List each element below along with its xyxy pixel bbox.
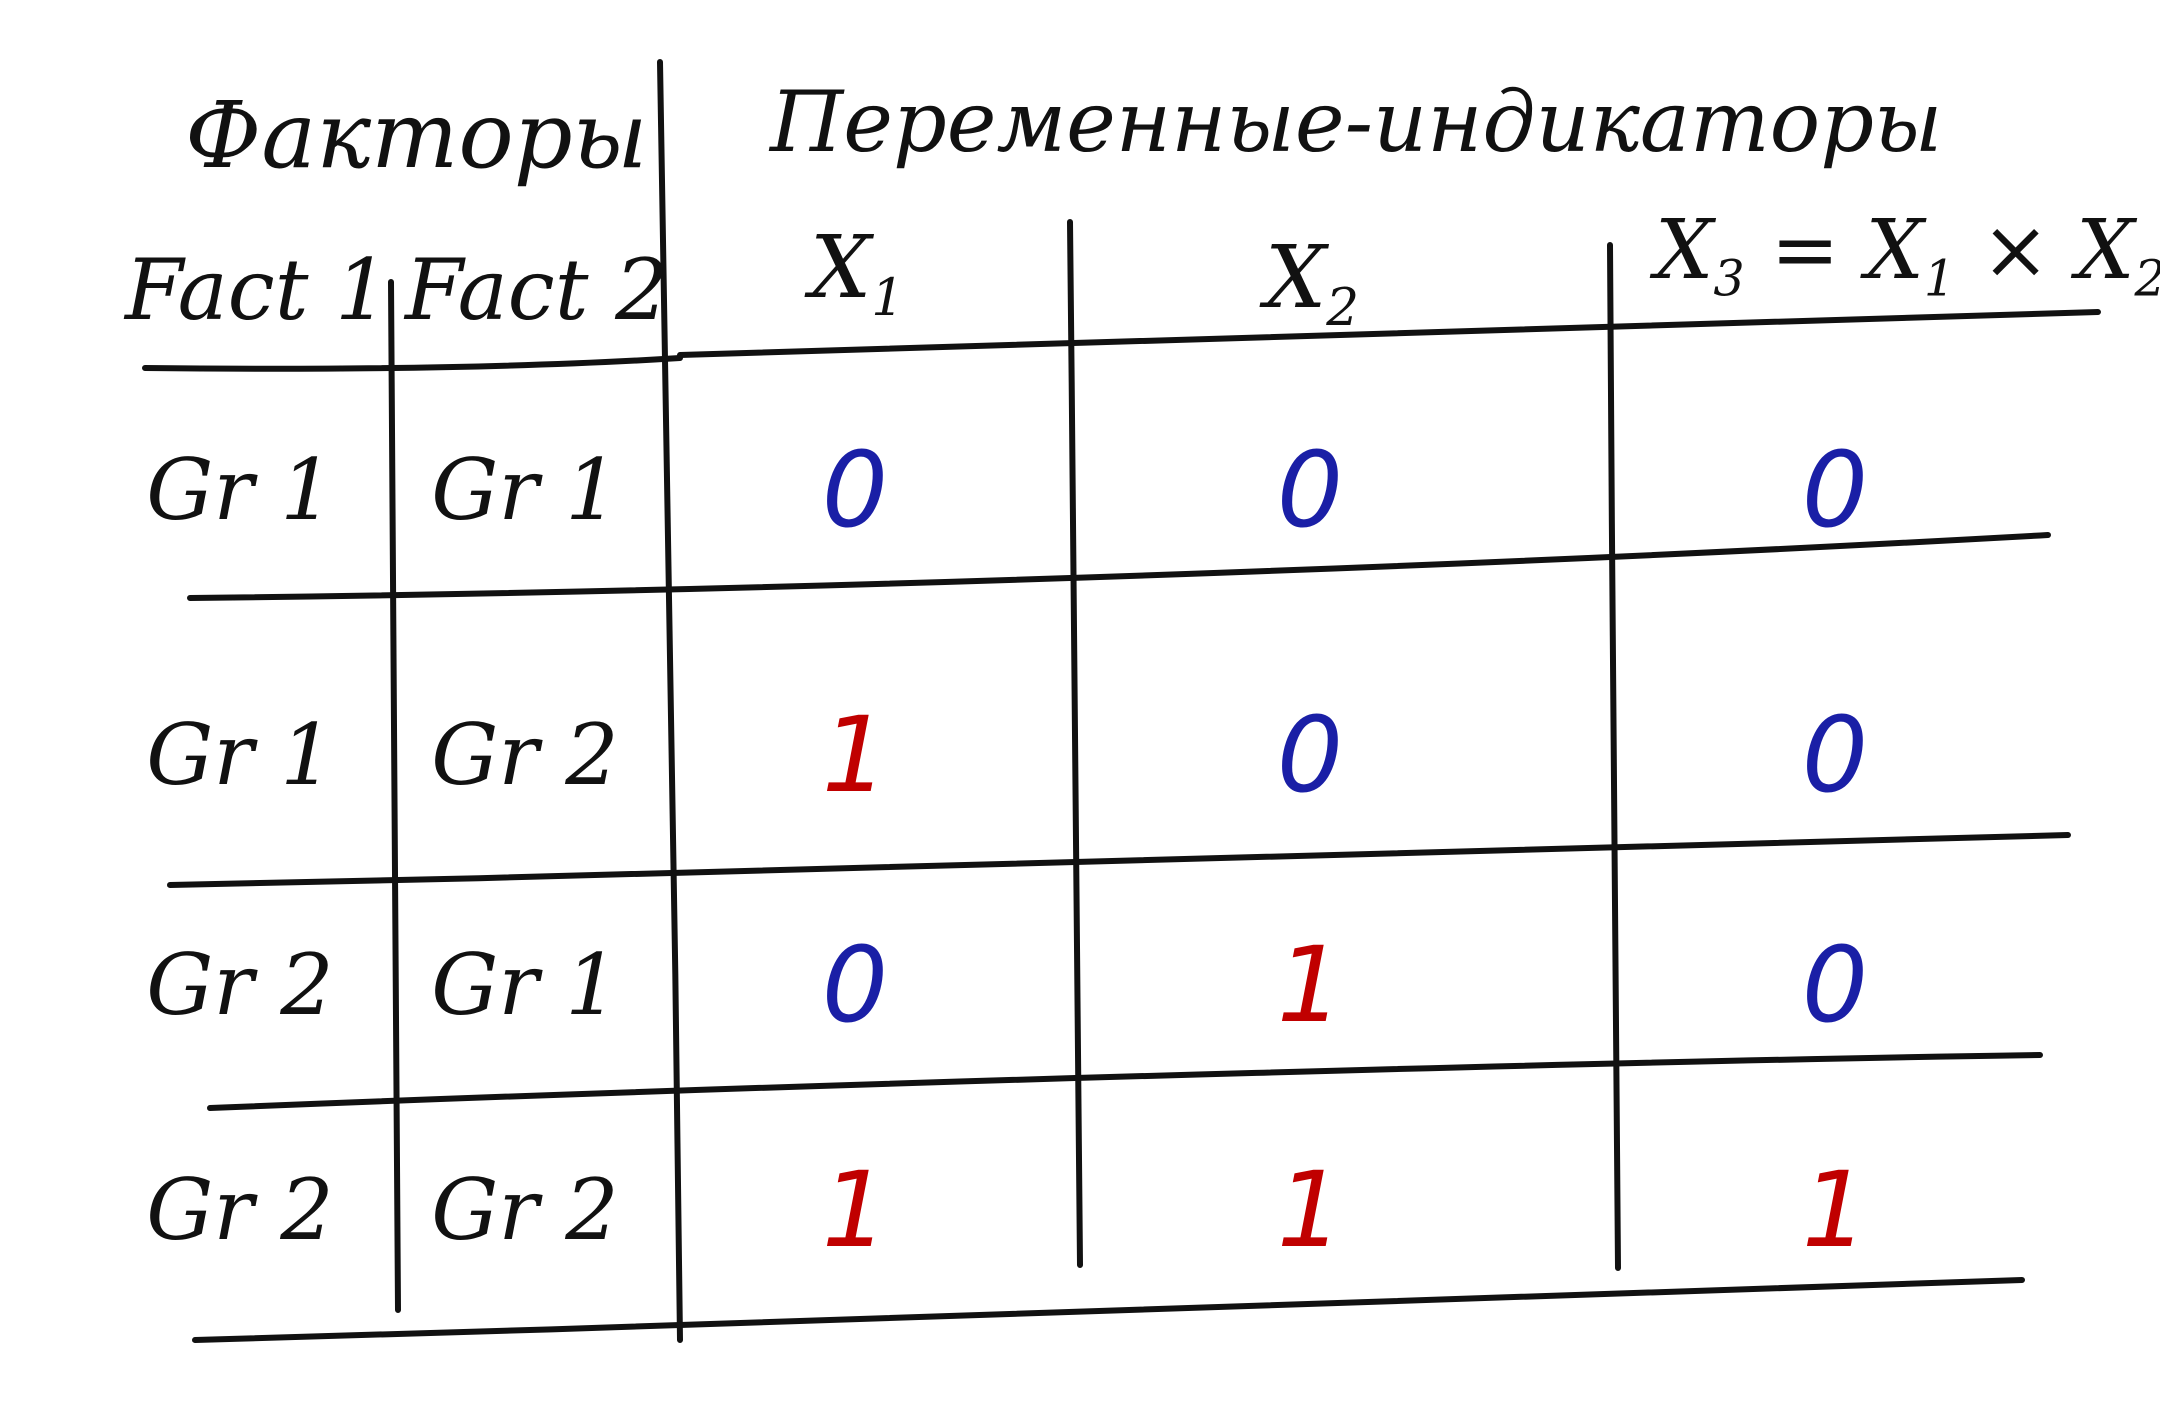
cell-row3-x3: 0 — [1801, 924, 1869, 1046]
fact2-heading: Fact 2 — [405, 241, 669, 339]
cell-row1-x1: 0 — [821, 429, 889, 551]
cell-row4-fact1: Gr 2 — [146, 1161, 334, 1259]
row-line-4 — [192, 1277, 2025, 1343]
indicators-heading: Переменные-индикаторы — [770, 73, 1943, 171]
cell-row1-fact1: Gr 1 — [146, 441, 334, 539]
cell-row3-fact1: Gr 2 — [146, 936, 334, 1034]
cell-row1-x2: 0 — [1276, 429, 1344, 551]
cell-row4-x1: 1 — [821, 1149, 889, 1271]
x1-heading: X1 — [810, 218, 905, 329]
header-underline-factors — [142, 355, 683, 372]
x3-heading: X3 = X1 × X2 — [1655, 203, 2160, 308]
cell-row2-fact1: Gr 1 — [146, 706, 334, 804]
cell-row1-fact2: Gr 1 — [431, 441, 619, 539]
header-underline-indicators — [677, 309, 2101, 358]
cell-row3-x2: 1 — [1276, 924, 1344, 1046]
divider-x1-x2 — [1067, 219, 1083, 1268]
cell-row4-x3: 1 — [1801, 1149, 1869, 1271]
cell-row4-fact2: Gr 2 — [431, 1161, 619, 1259]
cell-row2-fact2: Gr 2 — [431, 706, 619, 804]
row-line-1 — [187, 532, 2051, 601]
factors-heading: Факторы — [185, 82, 648, 189]
cell-row3-fact2: Gr 1 — [431, 936, 619, 1034]
cell-row2-x3: 0 — [1801, 694, 1869, 816]
cell-row4-x2: 1 — [1276, 1149, 1344, 1271]
x2-heading: X2 — [1265, 228, 1360, 339]
divider-factors-indicators — [657, 59, 683, 1343]
row-line-3 — [207, 1052, 2043, 1111]
cell-row1-x3: 0 — [1801, 429, 1869, 551]
cell-row2-x2: 0 — [1276, 694, 1344, 816]
row-line-2 — [167, 832, 2071, 888]
divider-x2-x3 — [1607, 242, 1621, 1271]
fact1-heading: Fact 1 — [125, 241, 389, 339]
cell-row2-x1: 1 — [821, 694, 889, 816]
divider-fact1-fact2 — [388, 279, 401, 1313]
cell-row3-x1: 0 — [821, 924, 889, 1046]
